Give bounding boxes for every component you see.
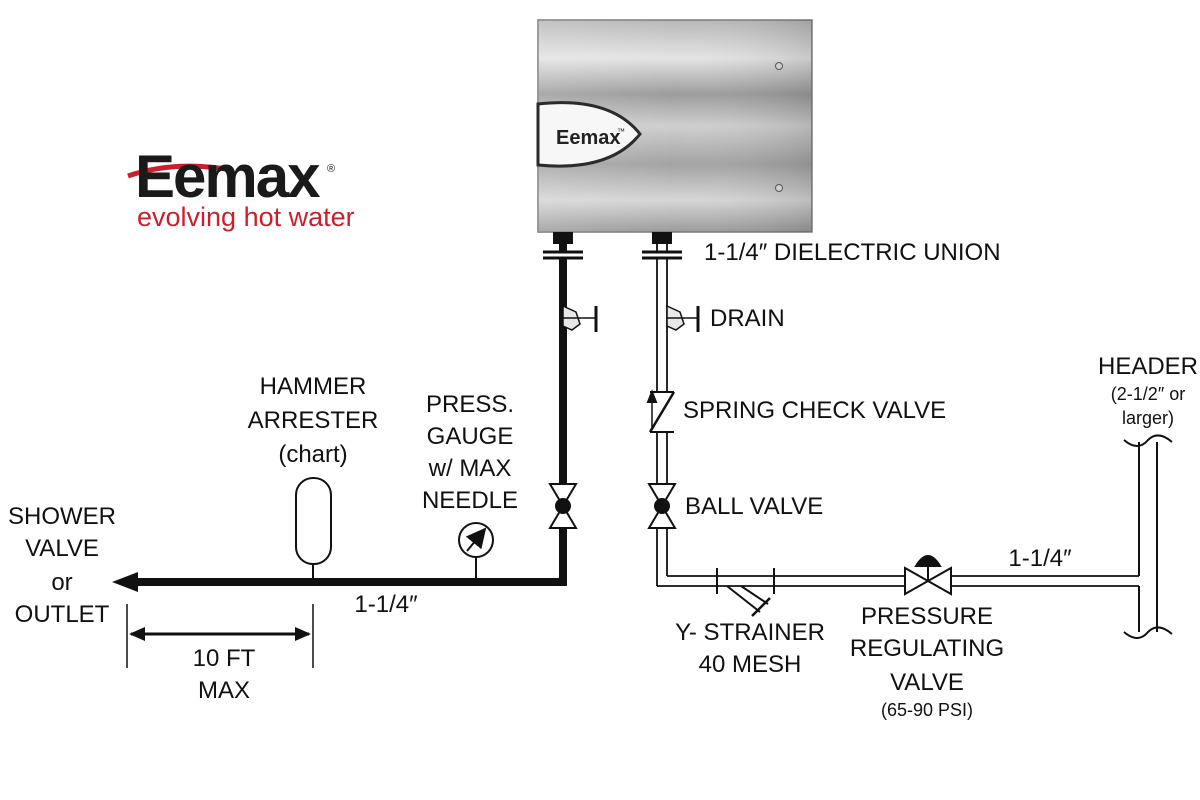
pressure-regulating-valve-icon [904, 555, 952, 596]
hammer-arrester-label-line3: (chart) [278, 441, 347, 468]
heater-brand-label: Eemax [556, 127, 621, 149]
ball-valve-label: BALL VALVE [685, 493, 823, 520]
outlet-label-line2: VALVE [25, 535, 99, 562]
prv-label-line1: PRESSURE [861, 603, 993, 630]
drain-label: DRAIN [710, 305, 785, 332]
hot-pipe [122, 244, 567, 586]
y-strainer-icon [716, 568, 775, 617]
drain-valve-icon [666, 304, 700, 332]
logo-registered-mark: ® [327, 163, 335, 175]
outlet-label-line4: OUTLET [15, 601, 110, 628]
gauge-label-line3: w/ MAX [428, 455, 512, 482]
hammer-arrester-icon [295, 477, 332, 580]
hammer-arrester-label-line2: ARRESTER [248, 407, 379, 434]
header-size-line2: larger) [1122, 408, 1174, 428]
outlet-label-line1: SHOWER [8, 503, 116, 530]
dielectric-union-label: 1-1/4″ DIELECTRIC UNION [704, 239, 1001, 266]
logo-swoosh [127, 163, 233, 179]
distance-label-line1: 10 FT [193, 645, 256, 672]
prv-psi-label: (65-90 PSI) [881, 700, 973, 720]
gauge-label-line1: PRESS. [426, 391, 514, 418]
header-label: HEADER [1098, 353, 1198, 380]
eemax-logo: Eemax ® evolving hot water [127, 143, 355, 232]
water-heater-unit: Eemax ™ [536, 19, 813, 233]
prv-label-line2: REGULATING [850, 635, 1004, 662]
cold-pipe [656, 244, 1139, 587]
y-strainer-label-line1: Y- STRAINER [675, 619, 825, 646]
heater-trademark: ™ [617, 127, 625, 136]
hammer-arrester-label-line1: HAMMER [260, 373, 367, 400]
cold-inlet-union [642, 232, 682, 260]
pipe-size-right-label: 1-1/4″ [1008, 545, 1072, 572]
outlet-label-line3: or [51, 569, 72, 596]
header-pipe [1123, 434, 1173, 639]
logo-tagline: evolving hot water [137, 202, 355, 232]
distance-dimension [126, 604, 314, 668]
prv-label-line3: VALVE [890, 669, 964, 696]
gauge-label-line4: NEEDLE [422, 487, 518, 514]
hot-ball-valve-icon [548, 483, 578, 529]
ball-valve-icon [647, 483, 677, 529]
hot-drain-valve-icon [562, 304, 598, 332]
y-strainer-label-line2: 40 MESH [699, 651, 802, 678]
spring-check-valve-label: SPRING CHECK VALVE [683, 397, 946, 424]
logo-wordmark: Eemax [135, 143, 320, 210]
heater-badge [536, 101, 642, 168]
pipe-size-left-label: 1-1/4″ [354, 591, 418, 618]
heater-screw-bottom [775, 184, 783, 192]
pressure-gauge-icon [458, 522, 494, 580]
gauge-label-line2: GAUGE [427, 423, 514, 450]
distance-label-line2: MAX [198, 677, 250, 704]
outlet-arrow-head [112, 572, 138, 592]
spring-check-valve-icon [646, 389, 676, 433]
header-size-line1: (2-1/2″ or [1111, 384, 1185, 404]
heater-screw-top [775, 62, 783, 70]
